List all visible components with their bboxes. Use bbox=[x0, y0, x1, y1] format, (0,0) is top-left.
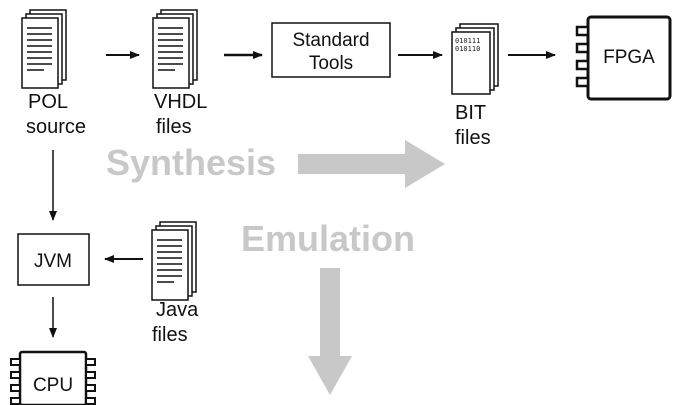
pol-source-label-2: source bbox=[26, 116, 86, 138]
bit-files-bits-1: 010111 bbox=[455, 37, 480, 45]
standard-tools-label-2: Tools bbox=[309, 53, 353, 74]
java-files-label-1: Java bbox=[156, 299, 199, 321]
fpga-chip-icon bbox=[575, 15, 672, 101]
bit-files-doc-icon: 010111 010110 bbox=[451, 23, 499, 95]
jvm-label: JVM bbox=[34, 251, 72, 272]
pol-source-label-1: POL bbox=[28, 91, 68, 113]
bit-files-bits-2: 010110 bbox=[455, 45, 480, 53]
java-files-doc-icon bbox=[151, 221, 197, 301]
vhdl-files-label-2: files bbox=[156, 116, 192, 138]
pol-source-doc-icon bbox=[21, 9, 67, 89]
cpu-label: CPU bbox=[33, 375, 73, 396]
cpu-chip-icon bbox=[10, 350, 96, 405]
vhdl-files-label-1: VHDL bbox=[154, 91, 207, 113]
standard-tools-label-1: Standard bbox=[292, 30, 369, 51]
fpga-label: FPGA bbox=[603, 47, 655, 68]
synthesis-stage-arrow bbox=[298, 140, 445, 188]
java-files-label-2: files bbox=[152, 324, 188, 346]
bit-files-label-1: BIT bbox=[455, 102, 486, 124]
synthesis-stage-label: Synthesis bbox=[106, 142, 276, 183]
jvm-box bbox=[17, 233, 90, 286]
standard-tools-box bbox=[271, 22, 391, 78]
emulation-stage-label: Emulation bbox=[241, 218, 415, 259]
bit-files-label-2: files bbox=[455, 127, 491, 149]
vhdl-files-doc-icon bbox=[152, 9, 198, 89]
emulation-stage-arrow bbox=[308, 268, 352, 395]
